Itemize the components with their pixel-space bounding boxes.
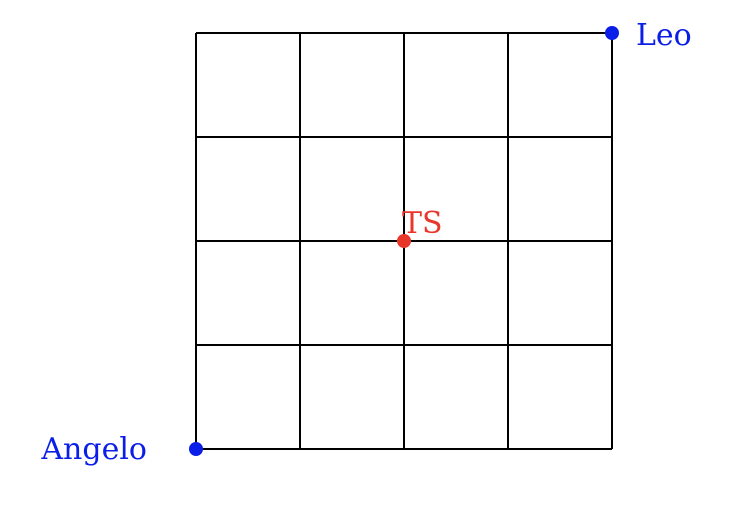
point-leo-label: Leo — [636, 18, 692, 53]
grid-lines — [195, 32, 613, 450]
point-ts-marker — [397, 234, 411, 248]
point-angelo-marker — [189, 442, 203, 456]
point-ts-label: TS — [402, 206, 443, 241]
point-leo-marker — [605, 26, 619, 40]
point-angelo-label: Angelo — [40, 432, 147, 467]
